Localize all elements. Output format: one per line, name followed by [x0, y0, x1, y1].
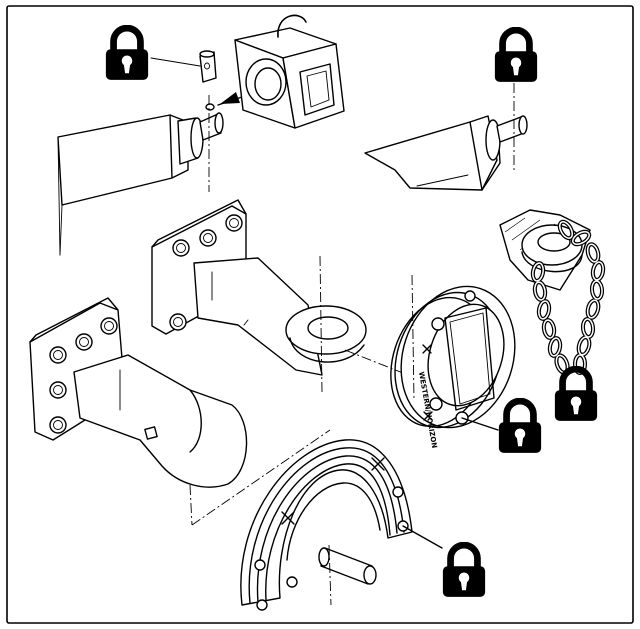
chain-assembly	[499, 209, 606, 375]
padlock-icon	[555, 369, 597, 421]
padlock-icon	[106, 28, 148, 80]
padlock-icon	[499, 401, 541, 453]
towing-eye-assembly	[151, 199, 409, 393]
chain-links-inner	[532, 221, 604, 374]
towing-pin-stub	[364, 83, 528, 191]
padlock-icon	[443, 545, 485, 597]
padlock-icon	[495, 30, 537, 82]
square-hitch-assembly	[57, 14, 345, 256]
ball-hitch-assembly	[29, 297, 331, 526]
frame-border	[6, 5, 634, 624]
semicircular-guard	[240, 439, 443, 611]
